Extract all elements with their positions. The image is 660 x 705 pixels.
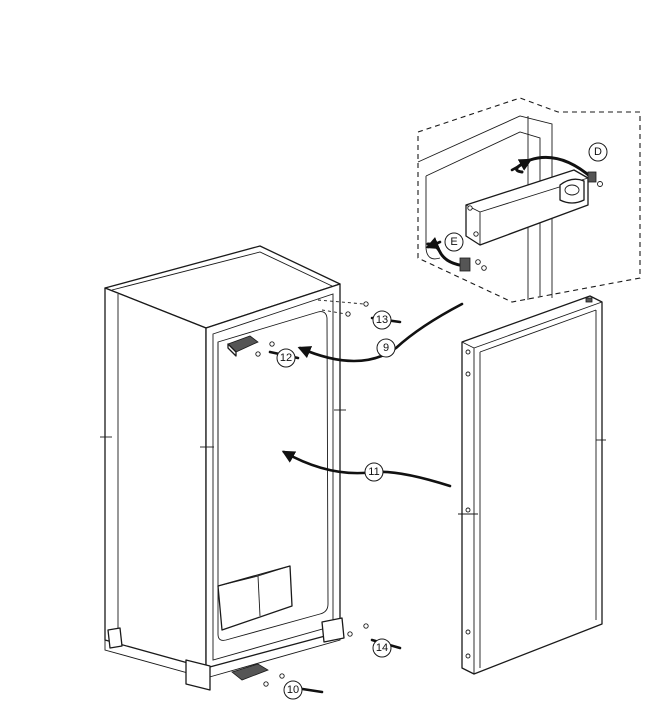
callout-10-label: 10: [287, 684, 299, 696]
callout-e: E: [444, 232, 464, 252]
callout-9-label: 9: [383, 342, 389, 354]
callout-14: 14: [372, 638, 392, 658]
callout-e-label: E: [450, 236, 457, 248]
callout-d: D: [588, 142, 608, 162]
detail-inset: [417, 97, 641, 303]
top-screws: [317, 299, 369, 317]
callout-13: 13: [372, 310, 392, 330]
callout-12-label: 12: [280, 352, 292, 364]
callout-11-label: 11: [368, 466, 379, 478]
callout-12: 12: [276, 348, 296, 368]
callout-13-label: 13: [376, 314, 388, 326]
callout-14-label: 14: [376, 642, 388, 654]
callout-11: 11: [364, 462, 384, 482]
lower-hinge-bracket: [231, 663, 285, 687]
callout-9: 9: [376, 338, 396, 358]
cabinet: [100, 245, 346, 691]
door-panel: [458, 295, 606, 675]
callout-10: 10: [283, 680, 303, 700]
callout-d-label: D: [594, 146, 602, 158]
upper-hinge-bracket: [227, 335, 275, 357]
bottom-right-screws: [347, 623, 369, 637]
